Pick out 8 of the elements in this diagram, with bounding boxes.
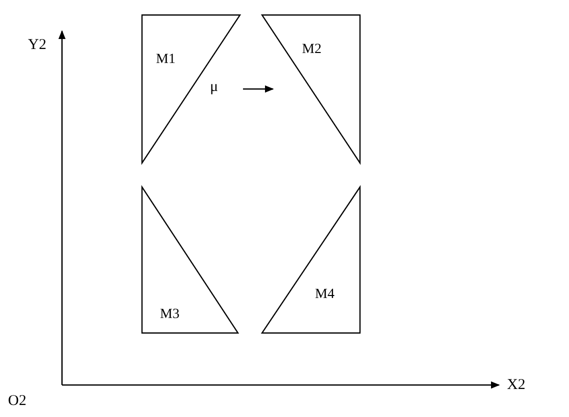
triangle-label: M3 xyxy=(160,308,180,322)
axis-label: Y2 xyxy=(28,38,46,53)
axis-label: X2 xyxy=(507,378,526,393)
triangle-label: M4 xyxy=(315,288,334,302)
triangle-label: M2 xyxy=(302,43,322,57)
triangle-label: M1 xyxy=(156,53,176,67)
origin-label: O2 xyxy=(8,394,26,409)
symbol-label: μ xyxy=(210,80,218,95)
